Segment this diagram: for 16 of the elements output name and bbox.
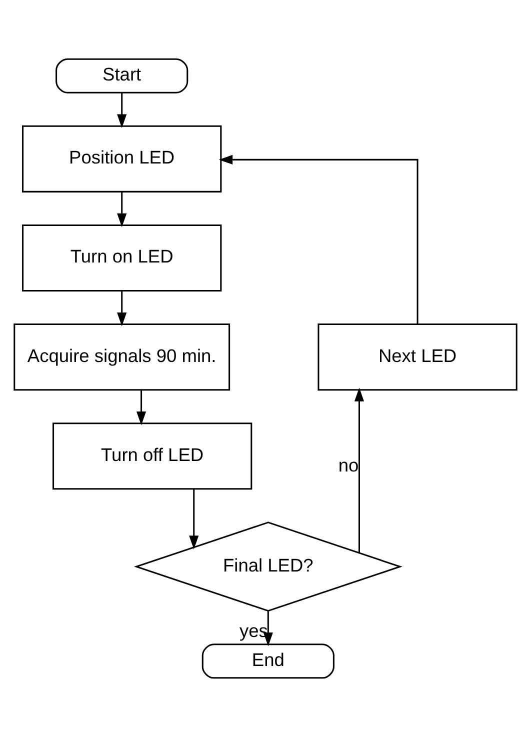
edge-label: no xyxy=(338,454,359,476)
arrow xyxy=(189,488,199,549)
node-box: Turn off LED xyxy=(52,422,252,490)
arrow xyxy=(218,154,418,324)
arrow xyxy=(117,290,127,326)
node-box: Acquire signals 90 min. xyxy=(14,323,230,390)
arrow xyxy=(136,390,146,425)
node-box: Next LED xyxy=(318,323,518,390)
node-box: Start xyxy=(56,58,188,93)
node-box: End xyxy=(202,643,334,678)
arrow xyxy=(117,92,127,128)
arrow xyxy=(354,387,364,552)
node-diamond: Final LED? xyxy=(134,521,402,612)
node-box: Position LED xyxy=(22,124,222,192)
node-box: Turn on LED xyxy=(22,224,222,292)
arrow xyxy=(117,191,127,227)
